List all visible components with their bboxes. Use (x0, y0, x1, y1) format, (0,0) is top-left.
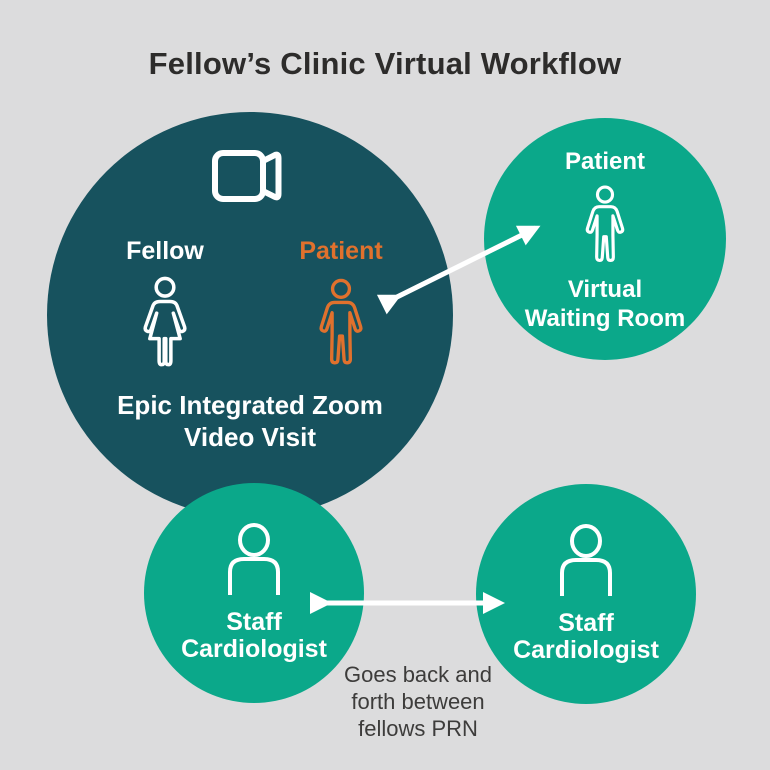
male-person-icon (585, 185, 625, 262)
page-title: Fellow’s Clinic Virtual Workflow (148, 46, 622, 81)
staff-left-label-line1: Staff (226, 608, 282, 636)
male-person-icon (319, 278, 363, 365)
female-person-icon (143, 276, 187, 367)
fellow-label: Fellow (126, 237, 204, 265)
staff-right-label: Staff Cardiologist (513, 610, 659, 664)
waiting-caption-line1: Virtual (567, 275, 643, 303)
note-line1: Goes back and (344, 662, 492, 687)
staff-left-label: Staff Cardiologist (181, 609, 327, 663)
patient-label: Patient (299, 237, 383, 265)
waiting-caption-line2: Waiting Room (524, 304, 686, 332)
video-camera-icon (212, 150, 282, 202)
person-bust-icon (560, 524, 612, 596)
visit-caption-line2: Video Visit (184, 422, 316, 452)
staff-cardiologist-right-circle: Staff Cardiologist (476, 484, 696, 704)
patient-group: Patient (261, 236, 421, 370)
waiting-room-circle: Patient Virtual Waiting Room (484, 118, 726, 360)
fellow-group: Fellow (85, 236, 245, 370)
visit-caption: Epic Integrated Zoom Video Visit (47, 389, 453, 453)
main-visit-circle: Fellow Patient Epic Integrated Zoom Vide… (47, 112, 453, 518)
visit-caption-line1: Epic Integrated Zoom (117, 390, 383, 420)
note-line3: fellows PRN (358, 716, 478, 741)
staff-left-label-line2: Cardiologist (181, 635, 327, 663)
note-text: Goes back and forth between fellows PRN (308, 661, 528, 742)
person-bust-icon (228, 523, 280, 595)
staff-right-label-line2: Cardiologist (513, 636, 659, 664)
note-line2: forth between (351, 689, 485, 714)
staff-right-label-line1: Staff (558, 609, 614, 637)
waiting-patient-label: Patient (564, 147, 645, 175)
waiting-room-caption: Virtual Waiting Room (525, 275, 685, 333)
